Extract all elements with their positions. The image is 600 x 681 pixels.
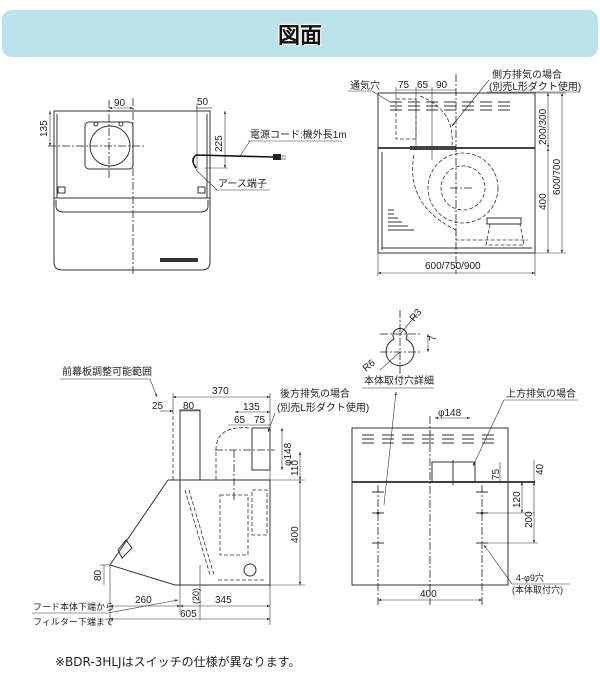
dim-phi148: φ148 (438, 408, 462, 419)
rear-exhaust-note: (別売L形ダクト使用) (277, 401, 369, 414)
keyhole-detail (385, 327, 415, 367)
dim-r6: R6 (361, 357, 378, 374)
dim-400: 400 (538, 193, 549, 210)
dim-20: (20) (191, 588, 201, 604)
rear-view: 90 50 135 225 電源コード:機外長1m アース端子 (39, 97, 347, 275)
dim-50: 50 (197, 97, 209, 108)
top-exhaust-label: 上方排気の場合 (506, 387, 576, 400)
dim-110: 110 (290, 460, 301, 476)
dim-width: 600/750/900 (425, 261, 481, 272)
dim-120: 120 (512, 491, 523, 508)
hole-detail-label: 本体取付穴詳細 (364, 374, 434, 387)
mount-view: φ148 75 40 120 200 400 上方排気の場合 4-φ9穴 (本体… (351, 307, 578, 605)
dim-260: 260 (135, 595, 152, 606)
dim-225: 225 (214, 135, 225, 152)
filter-bottom-label: フィルター下端まで (33, 616, 114, 627)
footnote: ※BDR-3HLJはスイッチの仕様が異なります。 (55, 655, 301, 669)
dim-40: 40 (535, 463, 546, 475)
front-panel-label: 前幕板調整可能範囲 (62, 365, 152, 378)
dim-25: 25 (152, 401, 164, 412)
dim-345: 345 (215, 595, 232, 606)
dim-7: 7 (428, 335, 439, 341)
page-title: 図面 (277, 23, 322, 49)
dim-605: 605 (180, 609, 197, 620)
dim-400: 400 (420, 589, 437, 600)
side-view: 370 25 80 135 65 75 φ148 110 400 80 260 … (32, 365, 369, 627)
rear-exhaust-label: 後方排気の場合 (280, 387, 350, 400)
holes-label: 4-φ9穴 (516, 572, 544, 583)
dim-600-700: 600/700 (552, 158, 563, 195)
dim-135: 135 (39, 120, 50, 137)
side-exhaust-note: (別売L形ダクト使用) (489, 80, 581, 93)
dim-90: 90 (436, 80, 448, 91)
front-view: 75 65 90 通気穴 側方排気の場合 (別売L形ダクト使用) 200/300… (348, 68, 581, 276)
side-exhaust-label: 側方排気の場合 (492, 68, 562, 81)
dim-80-vertical: 80 (93, 569, 104, 581)
power-cord-label: 電源コード:機外長1m (250, 128, 347, 141)
dim-200: 200 (524, 511, 535, 528)
title-banner: 図面 (2, 10, 598, 57)
hood-bottom-label: フード本体下端から (33, 601, 114, 612)
dim-65: 65 (417, 80, 429, 91)
holes-note: (本体取付穴) (512, 584, 563, 595)
dim-370: 370 (212, 386, 229, 397)
plug-icon (273, 154, 281, 160)
power-cord (192, 154, 274, 169)
dim-75: 75 (254, 415, 266, 426)
dim-75: 75 (398, 80, 410, 91)
dim-400: 400 (290, 526, 301, 543)
dim-80: 80 (183, 401, 195, 412)
vent-label: 通気穴 (350, 79, 380, 92)
dim-90: 90 (114, 98, 126, 109)
dim-75: 75 (491, 468, 502, 480)
dim-135: 135 (243, 402, 260, 413)
earth-terminal-label: アース端子 (218, 177, 267, 190)
dim-65: 65 (234, 415, 246, 426)
dim-phi148: φ148 (283, 442, 294, 466)
dim-200-300: 200/300 (538, 108, 549, 145)
